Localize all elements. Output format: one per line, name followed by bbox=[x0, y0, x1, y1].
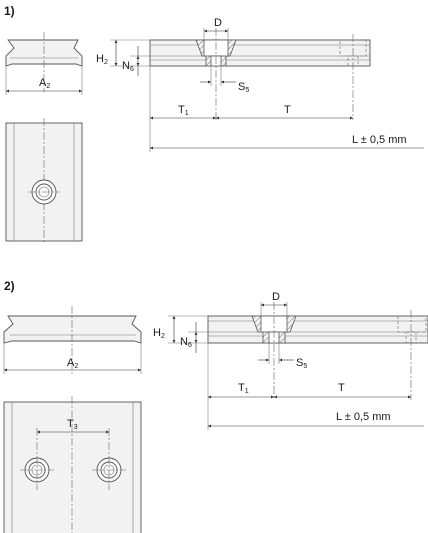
section-1-dim-t: T bbox=[284, 104, 291, 116]
section-2-rail-side-view: H2 N6 D S5 T1 T L ± 0,5 mm bbox=[153, 291, 428, 430]
section-2-rail-profile: A2 bbox=[3, 306, 142, 374]
section-1-dim-s5: S5 bbox=[238, 81, 249, 94]
section-2-dim-l: L ± 0,5 mm bbox=[336, 411, 391, 423]
section-1: 1) A2 bbox=[4, 4, 424, 244]
section-1-dim-h2: H2 bbox=[96, 53, 108, 66]
section-2-dim-n6: N6 bbox=[180, 336, 192, 349]
section-1-rail-side-view: H2 N6 D S5 T1 T L ± 0,5 mm bbox=[96, 17, 424, 152]
section-2-dim-s5: S5 bbox=[296, 357, 307, 370]
section-2-dim-t1: T1 bbox=[238, 382, 249, 395]
section-2-dim-d: D bbox=[272, 291, 280, 303]
section-1-dim-d: D bbox=[214, 17, 222, 29]
section-1-dim-t1: T1 bbox=[178, 104, 189, 117]
section-1-rail-profile: A2 bbox=[5, 32, 83, 95]
section-1-dim-l: L ± 0,5 mm bbox=[352, 134, 407, 146]
section-2-dim-t3: T3 bbox=[67, 418, 78, 431]
section-1-label: 1) bbox=[4, 4, 15, 18]
section-1-dim-a2: A2 bbox=[39, 77, 50, 90]
section-2-label: 2) bbox=[4, 279, 15, 293]
section-1-rail-top-view bbox=[5, 118, 83, 244]
section-1-dim-n6: N6 bbox=[122, 60, 134, 73]
section-2-dim-t: T bbox=[338, 382, 345, 394]
section-2: 2) A2 T3 bbox=[3, 279, 428, 533]
section-2-dim-a2: A2 bbox=[67, 357, 78, 370]
section-2-dim-h2: H2 bbox=[153, 327, 165, 340]
section-2-rail-top-view: T3 bbox=[3, 396, 142, 533]
